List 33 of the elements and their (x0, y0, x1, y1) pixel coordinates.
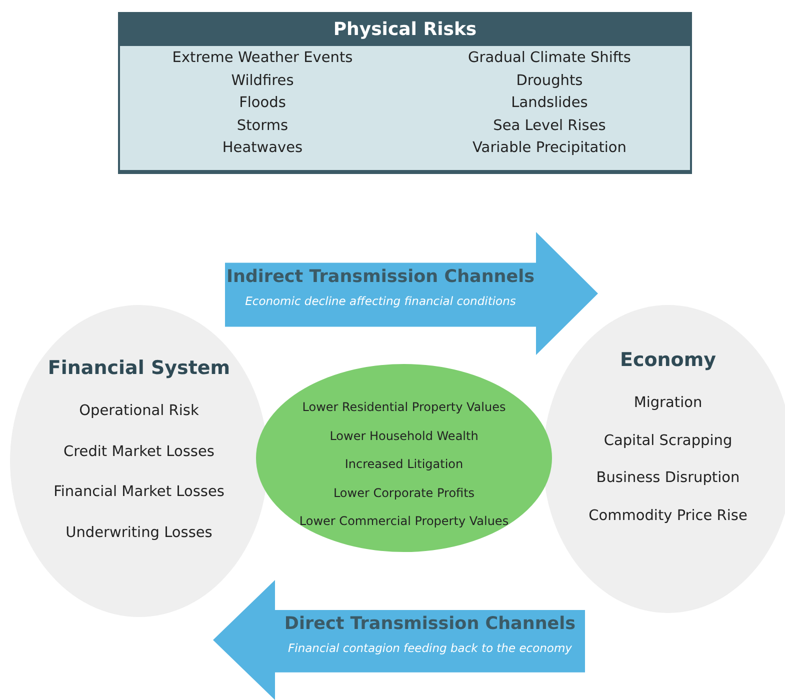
arrow-subtitle: Financial contagion feeding back to the economy (287, 641, 573, 655)
node-heading: Financial System (46, 357, 232, 379)
list-item: Commodity Price Rise (588, 508, 748, 524)
list-item: Underwriting Losses (64, 524, 214, 540)
list-item: Lower Commercial Property Values (298, 514, 510, 528)
list-item: Storms (236, 118, 290, 134)
list-item: Extreme Weather Events (171, 50, 354, 66)
table-header: Physical Risks (120, 14, 690, 46)
list-item: Increased Litigation (344, 457, 464, 471)
list-item: Migration (632, 395, 704, 411)
list-item: Wildfires (230, 72, 295, 88)
list-item: Lower Corporate Profits (332, 486, 476, 500)
list-item: Financial Market Losses (52, 484, 226, 500)
list-item: Landslides (510, 95, 589, 111)
node-heading: Economy (618, 349, 718, 371)
arrow-subtitle: Economic decline affecting financial conditions (244, 294, 517, 308)
list-item: Floods (238, 95, 287, 111)
list-item: Operational Risk (78, 403, 200, 419)
list-item: Heatwaves (221, 140, 304, 156)
list-item: Business Disruption (595, 470, 741, 486)
category-table (118, 12, 692, 174)
list-item: Gradual Climate Shifts (467, 50, 632, 66)
list-item: Lower Residential Property Values (301, 400, 507, 414)
arrow-title: Direct Transmission Channels (283, 614, 577, 634)
block-arrow (225, 232, 598, 355)
list-item: Credit Market Losses (62, 444, 216, 460)
list-item: Droughts (515, 72, 584, 88)
list-item: Variable Precipitation (472, 140, 628, 156)
list-item: Capital Scrapping (602, 432, 734, 448)
arrow-title: Indirect Transmission Channels (225, 266, 536, 287)
list-item: Sea Level Rises (492, 118, 607, 134)
list-item: Lower Household Wealth (328, 428, 480, 442)
block-arrow (213, 580, 585, 700)
